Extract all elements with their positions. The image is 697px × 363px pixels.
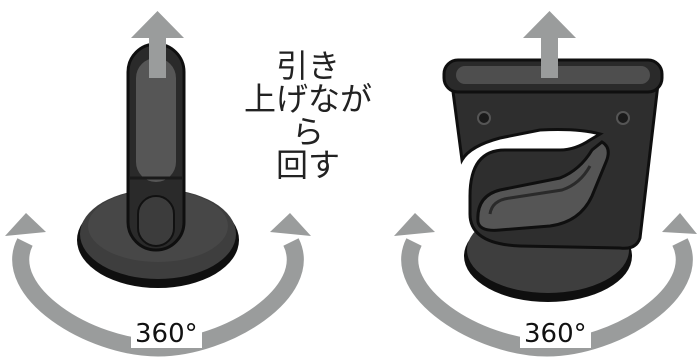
bracket-stand-screw-right bbox=[616, 111, 630, 125]
instruction-line-2: 上げながら bbox=[243, 80, 372, 151]
instruction-line-1: 引き bbox=[275, 47, 340, 85]
up-arrow-icon bbox=[131, 11, 184, 78]
bracket-stand-hook-inner bbox=[488, 165, 592, 215]
rotate-arrow-icon bbox=[5, 213, 311, 357]
up-arrow-icon bbox=[523, 11, 576, 78]
stick-stand-pillar-slot bbox=[137, 195, 175, 247]
bracket-stand-figure bbox=[442, 58, 664, 302]
bracket-stand-screw-left bbox=[477, 111, 491, 125]
bracket-stand-hook bbox=[476, 140, 610, 232]
rotate-arrow-icon bbox=[394, 213, 697, 357]
left-rotation-label: 360° bbox=[131, 320, 202, 348]
stick-stand-figure bbox=[77, 42, 239, 288]
right-rotation-label: 360° bbox=[520, 320, 591, 348]
stick-stand-pillar-top bbox=[136, 58, 176, 182]
instruction-text: 引き 上げながら 回す bbox=[232, 50, 384, 182]
instruction-line-3: 回す bbox=[275, 146, 340, 184]
